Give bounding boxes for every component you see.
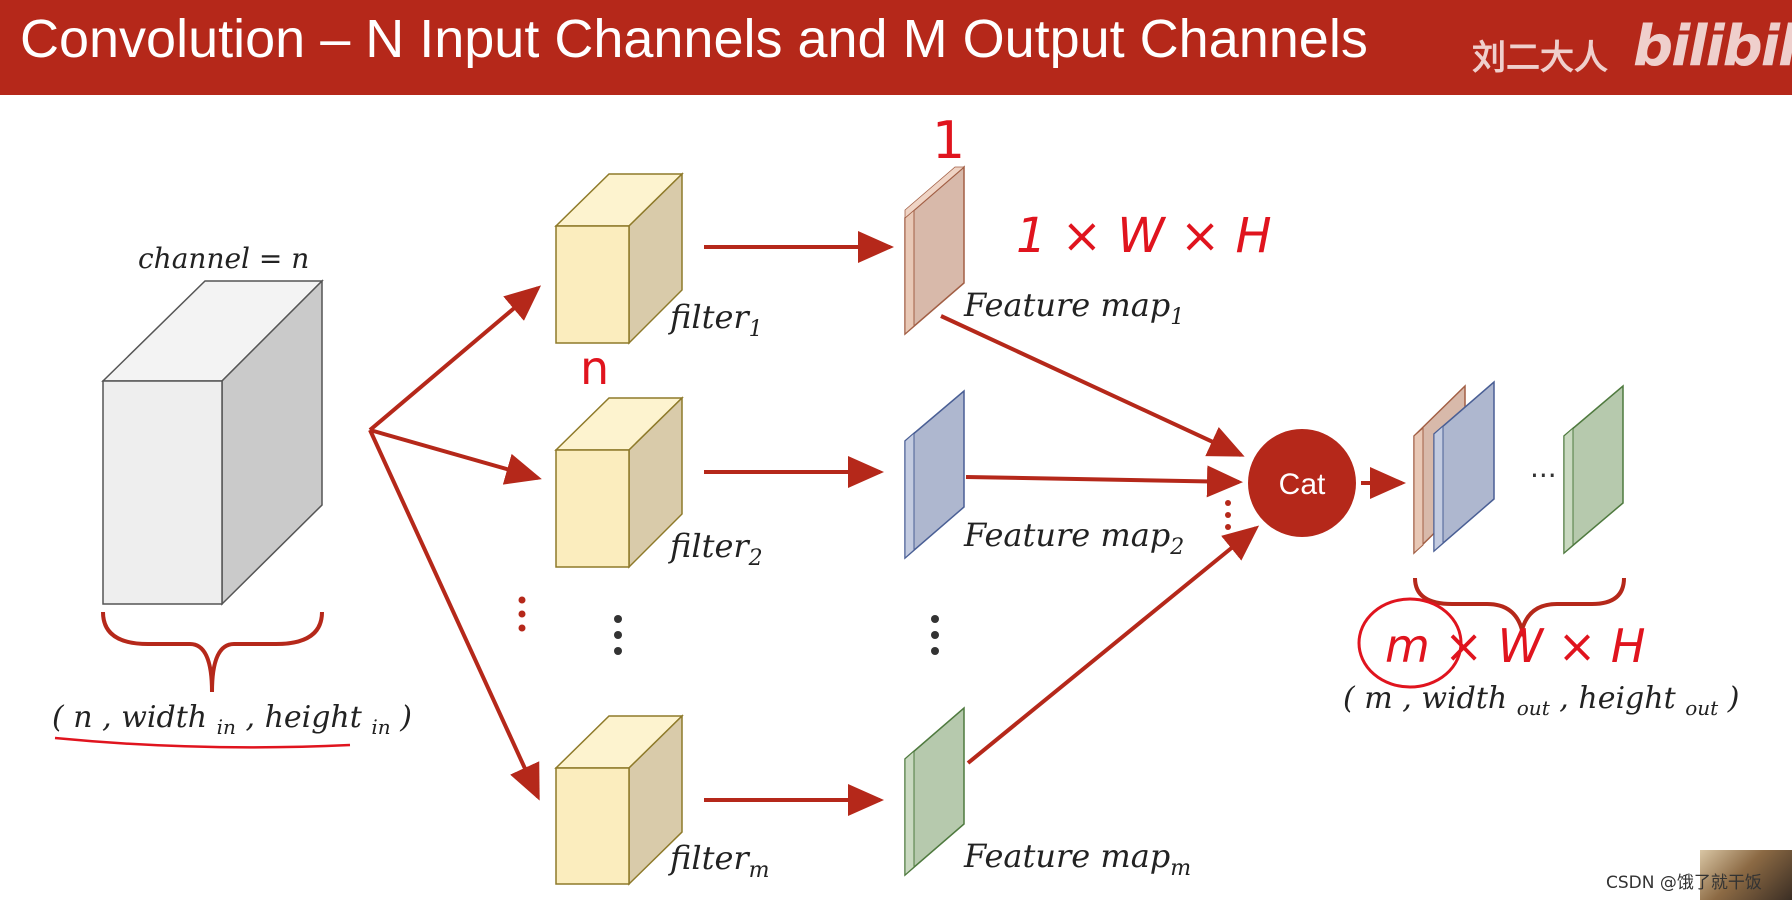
feature-map-label-2: Feature map2 (963, 516, 1184, 560)
filter-label-2: filter2 (668, 527, 763, 571)
fanout-arrow-m (368, 429, 540, 801)
filter-label-1: filter1 (668, 298, 763, 342)
feature-maps-ellipsis (931, 615, 939, 655)
output-ellipsis: ··· (1530, 459, 1557, 492)
output-shape-label: ( m , width out , height out ) (1343, 681, 1739, 723)
input-label-underline (54, 736, 351, 749)
watermark-site-logo: bilibili (1633, 14, 1792, 79)
output-map-green (1563, 384, 1624, 555)
footer-credit: CSDN @饿了就干饭 (1606, 873, 1762, 893)
filter-label-m: filterm (668, 839, 770, 883)
fanout-arrow-1 (368, 285, 542, 432)
cat-node (1248, 429, 1356, 537)
feature-map-label-1: Feature map1 (963, 286, 1184, 330)
slide-title: Convolution – N Input Channels and M Out… (20, 9, 1368, 69)
watermark-author: 刘二大人 (1472, 38, 1608, 78)
feature-map-m (904, 706, 965, 877)
handwritten-output-shape: m × W × H (1385, 619, 1645, 673)
cat-label: Cat (1279, 468, 1326, 501)
handwritten-map-depth: 1 (932, 111, 965, 171)
handwritten-filter-depth: n (580, 341, 609, 395)
map-to-cat-arrow-2 (965, 465, 1243, 498)
title-bar: Convolution – N Input Channels and M Out… (0, 0, 1792, 95)
arrows-ellipsis (518, 596, 526, 632)
video-thumbnail (1700, 850, 1792, 900)
map-to-cat-arrow-m (966, 525, 1260, 765)
output-map-blue (1433, 380, 1495, 553)
input-channel-label: channel = n (138, 242, 309, 275)
input-volume (101, 279, 324, 606)
fanout-arrow-2 (369, 428, 542, 485)
input-brace (101, 611, 324, 693)
output-brace (1413, 577, 1626, 638)
filter-cube-m (554, 714, 684, 886)
feature-map-2 (904, 389, 965, 560)
filter-cube-2 (554, 396, 684, 569)
handwritten-circle-m (1357, 597, 1463, 689)
filter-cube-1 (554, 172, 684, 345)
filters-ellipsis (614, 615, 622, 655)
handwritten-map-shape: 1 × W × H (1016, 208, 1272, 264)
input-shape-label: ( n , width in , height in ) (52, 700, 412, 742)
cat-inputs-ellipsis (1225, 500, 1231, 530)
feature-map-1 (904, 165, 966, 336)
feature-map-label-m: Feature mapm (963, 837, 1191, 881)
map-to-cat-arrow-1 (940, 314, 1245, 457)
